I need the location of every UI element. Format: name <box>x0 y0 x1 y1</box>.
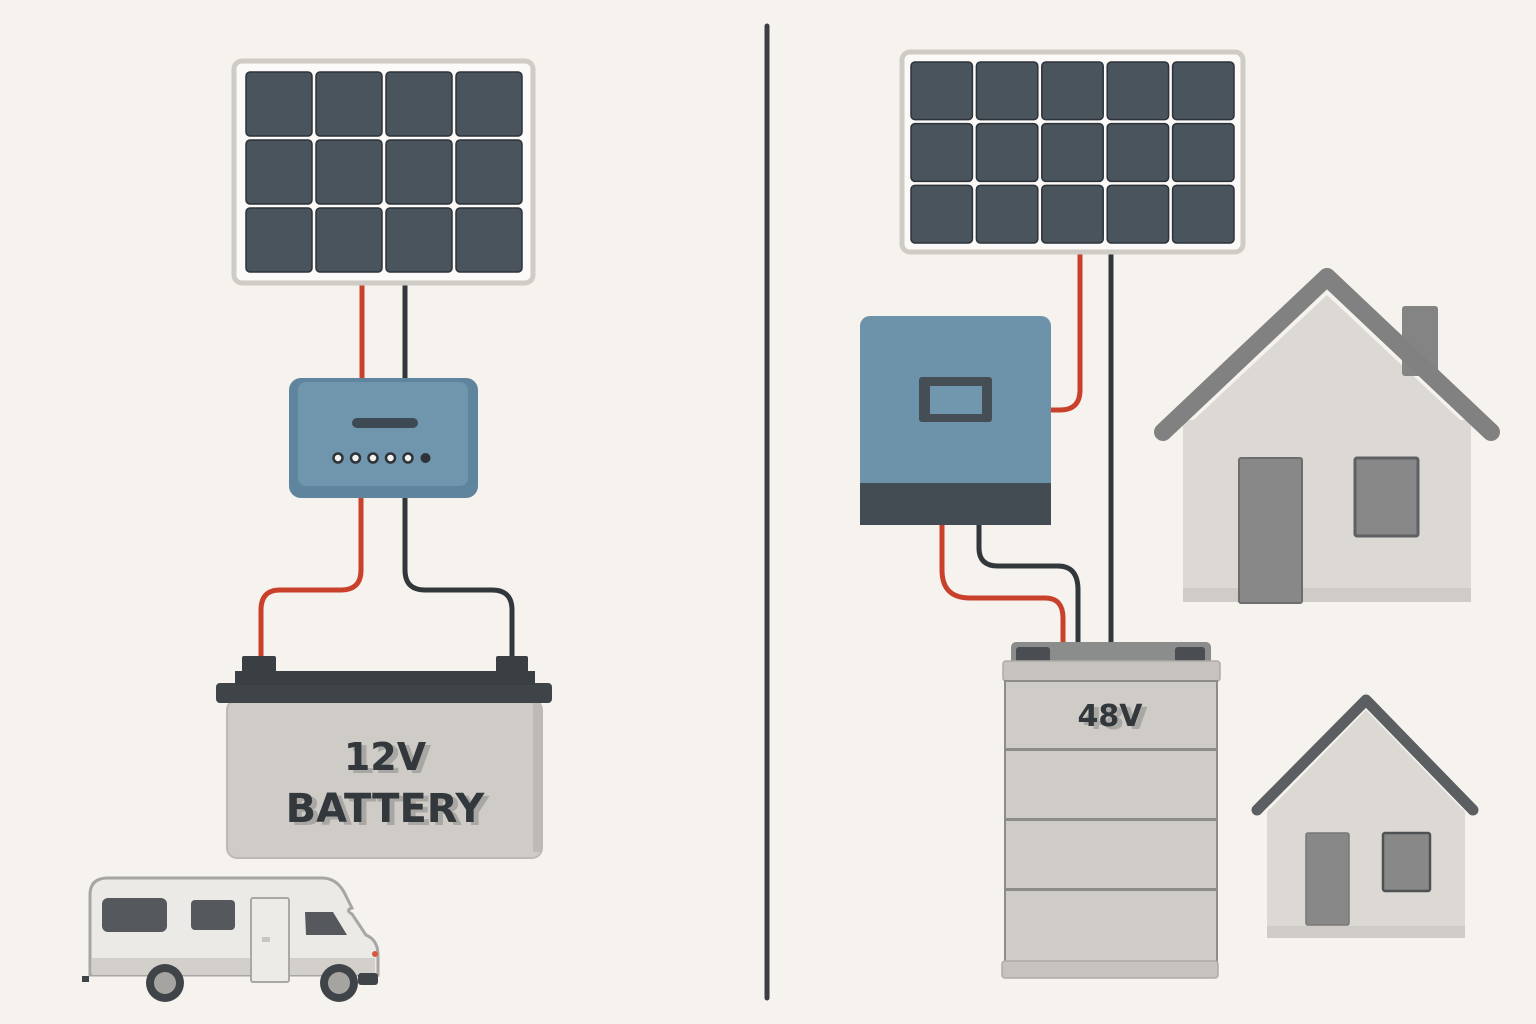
battery-voltage-label-shadow: 48V <box>1083 702 1149 737</box>
solar-cell <box>385 71 453 137</box>
battery-module-2 <box>1004 749 1218 820</box>
battery-type-label-shadow: BATTERY <box>291 789 491 835</box>
indicator-light <box>384 452 397 464</box>
solar-cell <box>315 207 383 273</box>
battery-side-shade <box>533 700 541 852</box>
battery-voltage-label: 48V <box>1078 699 1144 734</box>
terminal-positive <box>242 656 276 674</box>
solar-cell <box>455 207 523 273</box>
solar-cell <box>455 71 523 137</box>
solar-cell <box>385 139 453 205</box>
solar-cell <box>455 139 523 205</box>
terminal-left <box>1016 647 1050 663</box>
battery-voltage-label-shadow: 12V <box>349 738 432 782</box>
terminal-right <box>1175 647 1205 663</box>
rv-hub-front <box>328 972 350 994</box>
wire-positive-inverter-battery <box>939 524 1066 645</box>
solar-cell <box>1171 61 1235 121</box>
solar-cell <box>245 71 313 137</box>
controller-face <box>298 382 468 486</box>
rv-window-2 <box>191 900 235 930</box>
solar-cell <box>975 122 1039 183</box>
indicator-light <box>367 452 379 464</box>
indicator-light <box>349 452 362 464</box>
rv-hub-rear <box>154 972 176 994</box>
solar-cell <box>315 139 383 205</box>
battery-type-label: BATTERY <box>286 786 486 832</box>
solar-cell <box>245 207 313 273</box>
inverter-base-rounded <box>860 510 1051 525</box>
indicator-lights <box>332 452 431 464</box>
solar-cell <box>245 139 313 205</box>
right-system: 48V 48V <box>860 49 1500 979</box>
wire-negative-controller-battery <box>402 497 515 660</box>
controller-display <box>352 418 418 428</box>
rv-bumper <box>358 973 378 985</box>
battery-base <box>1001 960 1219 979</box>
house-roof <box>1251 694 1479 816</box>
rv-hitch <box>82 976 89 982</box>
solar-cell <box>1171 184 1235 244</box>
rv-window-1 <box>102 898 167 932</box>
solar-cell <box>1106 184 1170 244</box>
indicator-light <box>402 452 414 464</box>
wire-positive-panel-inverter <box>1050 250 1083 413</box>
house-foundation <box>1183 588 1471 602</box>
battery-48v: 48V 48V <box>1001 642 1221 979</box>
indicator-light <box>332 452 344 464</box>
house-door <box>1305 832 1350 926</box>
solar-cell <box>1041 122 1104 183</box>
house-roof <box>1154 268 1500 441</box>
house-window <box>1353 456 1420 538</box>
solar-cell <box>910 184 974 244</box>
indicator-light <box>420 453 431 463</box>
solar-cell <box>1106 61 1170 121</box>
battery-lid-top <box>235 671 535 685</box>
solar-cell <box>1106 122 1170 183</box>
solar-cell <box>975 184 1039 244</box>
solar-cell <box>1041 184 1104 244</box>
inverter <box>860 316 1051 525</box>
rv-door-handle <box>262 937 270 942</box>
house-large-icon <box>1154 268 1500 604</box>
battery-voltage-label: 12V <box>344 735 427 779</box>
battery-cap <box>1002 660 1221 682</box>
rv-windshield <box>305 912 347 935</box>
solar-cell <box>910 61 974 121</box>
battery-module-4 <box>1004 889 1218 963</box>
house-window <box>1381 831 1432 893</box>
solar-cell <box>385 207 453 273</box>
house-door <box>1238 457 1303 604</box>
terminal-negative <box>496 656 528 674</box>
battery-module-1 <box>1004 680 1218 750</box>
rv-icon <box>82 876 380 1002</box>
house-gable <box>1267 710 1465 812</box>
house-small-icon <box>1251 694 1479 938</box>
solar-panel-large <box>899 49 1246 255</box>
house-wall <box>1183 420 1471 602</box>
battery-lid <box>216 683 552 703</box>
wire-positive-controller-battery <box>258 497 364 660</box>
wire-negative-inverter-battery <box>976 524 1081 645</box>
house-foundation <box>1267 926 1465 938</box>
house-wall <box>1267 808 1465 938</box>
battery-top <box>1011 642 1211 666</box>
solar-cell <box>1041 61 1104 121</box>
battery-module-3 <box>1004 819 1218 890</box>
left-system: 12V 12V BATTERY BATTERY <box>82 58 552 1002</box>
solar-cell <box>975 61 1039 121</box>
solar-cell <box>1171 122 1235 183</box>
house-gable <box>1183 295 1471 430</box>
solar-cell <box>910 122 974 183</box>
charge-controller <box>289 378 478 498</box>
battery-12v: 12V 12V BATTERY BATTERY <box>216 656 552 859</box>
solar-panel-small <box>231 58 536 286</box>
rv-headlight <box>372 951 378 957</box>
inverter-display <box>930 386 982 414</box>
solar-cell <box>315 71 383 137</box>
